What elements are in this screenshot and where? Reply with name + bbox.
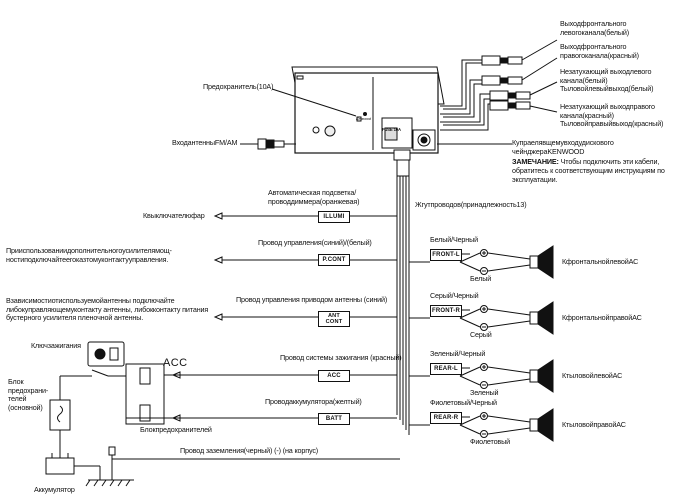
speaker-label-rear-right: КтыловойправойАС: [562, 420, 626, 429]
fuse-block-label: Блокпредохранителей: [140, 425, 212, 434]
tag-acc: ACC: [318, 370, 350, 382]
rca-cables: [440, 39, 558, 131]
neg-color-front-left: Белый: [470, 274, 492, 283]
speaker-wire-neg: [459, 424, 481, 435]
rca-rear-left: Незатухающий выходлевого канала(белый) Т…: [560, 67, 654, 94]
rca-rear-right: Незатухающий выходправого канала(красный…: [560, 102, 664, 129]
ground-desc: Провод заземления(черный) (-) (на корпус…: [180, 446, 319, 455]
brand-label: Kenwood: [356, 117, 371, 121]
speaker-label-front-right: КфронтальнойправойАС: [562, 313, 642, 322]
changer-line2: чейнджераKENWOOD: [512, 147, 585, 156]
speaker-icon: [537, 359, 554, 393]
speaker-wire-pos: [459, 366, 481, 377]
main-fuse-label: Блок предохрани- телей (основной): [8, 377, 49, 412]
tag-antcont: ANT CONT: [318, 311, 350, 327]
antcont-dest: Взависимостиотиспользуемойантенны подклю…: [6, 296, 209, 323]
battery-label: Аккумулятор: [34, 485, 75, 494]
antenna-label: ВходантенныFM/AM: [172, 138, 238, 147]
illumi-desc: Автоматическая подсветка/ проводдиммера(…: [268, 188, 360, 206]
tag-rear-right: REAR-R: [430, 412, 462, 424]
speaker-wire-pos: [459, 415, 481, 426]
speaker-label-rear-left: КтыловойлевойАС: [562, 371, 623, 380]
wire-color-front-right: Серый/Черный: [430, 291, 479, 300]
speaker-lead: [487, 415, 531, 423]
speaker-icon: [537, 301, 554, 335]
speaker-lead: [487, 252, 531, 260]
tag-front-left: FRONT-L: [430, 249, 462, 261]
neg-color-rear-left: Зеленый: [470, 388, 499, 397]
speaker-icon: [537, 245, 554, 279]
tag-rear-left: REAR-L: [430, 363, 462, 375]
wire-color-rear-right: Фиолетовый/Черный: [430, 398, 497, 407]
tag-front-right: FRONT-R: [430, 305, 462, 317]
speaker-lead: [487, 366, 531, 374]
acc-label: ACC: [163, 357, 188, 369]
tag-pcont: P.CONT: [318, 254, 350, 266]
antenna-connector: [240, 138, 296, 150]
tag-illumi: ILLUMI: [318, 211, 350, 223]
speaker-lead: [487, 308, 531, 316]
speaker-icon: [537, 408, 554, 442]
power-section: [45, 341, 180, 487]
changer-note: ЗАМЕЧАНИЕ: Чтобы подключить эти кабели,: [512, 157, 660, 167]
speaker-wire-pos: [459, 252, 481, 263]
speaker-magnet: [529, 255, 539, 269]
tag-batt: BATT: [318, 413, 350, 425]
wire-color-rear-left: Зеленый/Черный: [430, 349, 486, 358]
speaker-magnet: [529, 418, 539, 432]
speaker-wire-neg: [459, 375, 481, 386]
antcont-desc: Провод управления приводом антенны (сини…: [236, 295, 388, 304]
wire-color-front-left: Белый/Черный: [430, 235, 478, 244]
speaker-wire-neg: [459, 261, 481, 272]
speaker-wiring: [408, 261, 430, 426]
fuse-tag: FUSE 10A: [382, 127, 401, 132]
ignition-key-label: Ключзажигания: [31, 341, 81, 350]
speaker-magnet: [529, 311, 539, 325]
pcont-dest: Прииспользованиидополнительногоусилителя…: [6, 246, 172, 264]
fuse-pointer: [271, 88, 357, 117]
speaker-lead: [487, 427, 531, 435]
neg-color-front-right: Серый: [470, 330, 492, 339]
speaker-marks: [436, 245, 554, 442]
speaker-lead: [487, 378, 531, 386]
changer-note-text-3: эксплуатации.: [512, 175, 558, 184]
changer-note-text-1: Чтобы подключить эти кабели,: [560, 157, 660, 166]
illumi-dest: Квыключателюфар: [143, 211, 205, 220]
harness-trunk: [393, 149, 411, 435]
changer-note-text-2: обратитесь к соответствующим инструкциям…: [512, 166, 665, 175]
neg-color-rear-right: Фиолетовый: [470, 437, 510, 446]
pcont-desc: Провод управления(синий)/(белый): [258, 238, 372, 247]
left-wires: [112, 212, 400, 460]
speaker-label-front-left: КфронтальнойлевойАС: [562, 257, 639, 266]
acc-desc: Провод системы зажигания (красный): [280, 353, 402, 362]
harness-label: Жгутпроводов(принадлежность13): [415, 200, 527, 209]
speaker-wire-pos: [459, 308, 481, 319]
batt-desc: Проводаккумулятора(желтый): [265, 397, 362, 406]
rca-front-right: Выходфронтального правогоканала(красный): [560, 42, 639, 60]
speaker-lead: [487, 320, 531, 328]
changer-line1: Купраелявщемувходудискового: [512, 138, 614, 147]
changer-note-title: ЗАМЕЧАНИЕ:: [512, 157, 559, 166]
speaker-wire-neg: [459, 317, 481, 328]
rca-front-left: Выходфронтального левогоканала(белый): [560, 19, 629, 37]
fuse-label: Предохранитель(10А): [203, 82, 274, 91]
head-unit: [291, 66, 445, 154]
speaker-lead: [487, 264, 531, 272]
speaker-magnet: [529, 369, 539, 383]
